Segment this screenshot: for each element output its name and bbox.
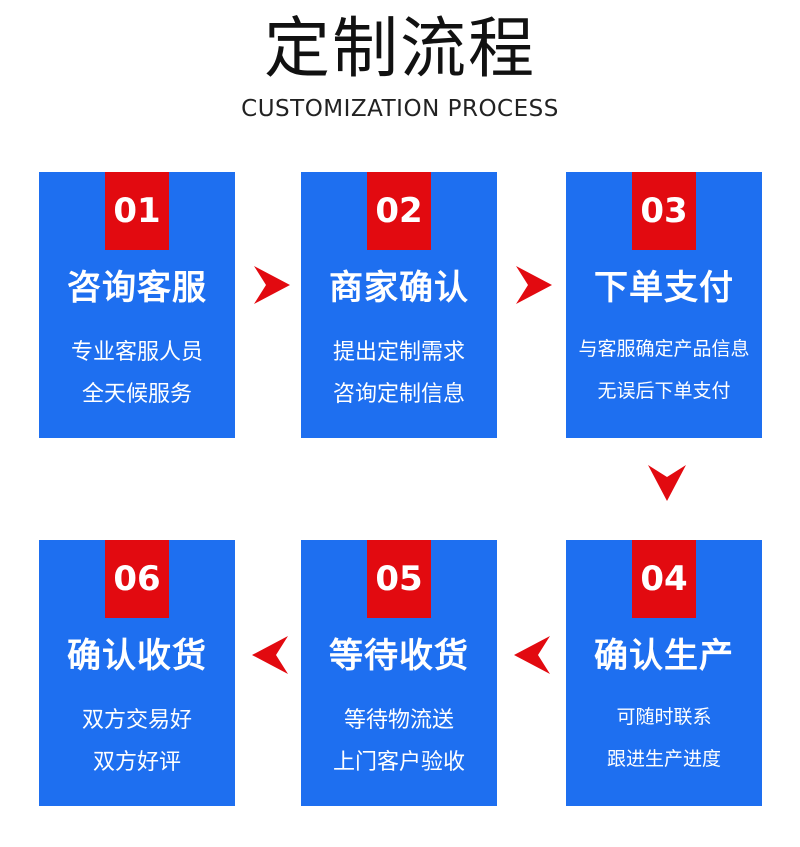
step-card-1: 01 咨询客服 专业客服人员 全天候服务	[39, 172, 235, 438]
step-number: 06	[105, 540, 169, 618]
step-title: 等待收货	[329, 636, 469, 676]
step-card-5: 05 等待收货 等待物流送 上门客户验收	[301, 540, 497, 806]
step-desc-line: 咨询定制信息	[332, 382, 465, 407]
step-title: 确认收货	[67, 636, 207, 676]
step-desc-line: 可随时联系	[616, 706, 712, 728]
arrow-down-icon	[648, 465, 686, 501]
step-desc-line: 与客服确定产品信息	[578, 338, 750, 360]
step-number: 05	[367, 540, 431, 618]
step-title: 咨询客服	[67, 268, 207, 308]
step-title: 商家确认	[329, 268, 469, 308]
step-number: 03	[632, 172, 696, 250]
step-card-6: 06 确认收货 双方交易好 双方好评	[39, 540, 235, 806]
page-subtitle: CUSTOMIZATION PROCESS	[241, 96, 559, 122]
step-desc-line: 无误后下单支付	[597, 380, 731, 402]
step-desc-line: 上门客户验收	[332, 750, 465, 775]
step-desc-line: 跟进生产进度	[606, 748, 721, 770]
step-title: 下单支付	[594, 268, 734, 308]
page-title: 定制流程	[264, 10, 536, 87]
step-card-2: 02 商家确认 提出定制需求 咨询定制信息	[301, 172, 497, 438]
step-desc-line: 双方交易好	[81, 708, 192, 733]
arrow-right-icon	[516, 266, 552, 304]
step-card-3: 03 下单支付 与客服确定产品信息 无误后下单支付	[566, 172, 762, 438]
step-desc-line: 提出定制需求	[332, 340, 465, 365]
arrow-right-icon	[254, 266, 290, 304]
step-card-4: 04 确认生产 可随时联系 跟进生产进度	[566, 540, 762, 806]
step-number: 01	[105, 172, 169, 250]
step-title: 确认生产	[594, 636, 734, 676]
step-number: 02	[367, 172, 431, 250]
arrow-left-icon	[252, 636, 288, 674]
step-desc-line: 专业客服人员	[70, 340, 203, 365]
step-number: 04	[632, 540, 696, 618]
arrow-left-icon	[514, 636, 550, 674]
step-desc-line: 全天候服务	[81, 382, 192, 407]
step-desc-line: 双方好评	[92, 750, 181, 775]
step-desc-line: 等待物流送	[343, 708, 454, 733]
